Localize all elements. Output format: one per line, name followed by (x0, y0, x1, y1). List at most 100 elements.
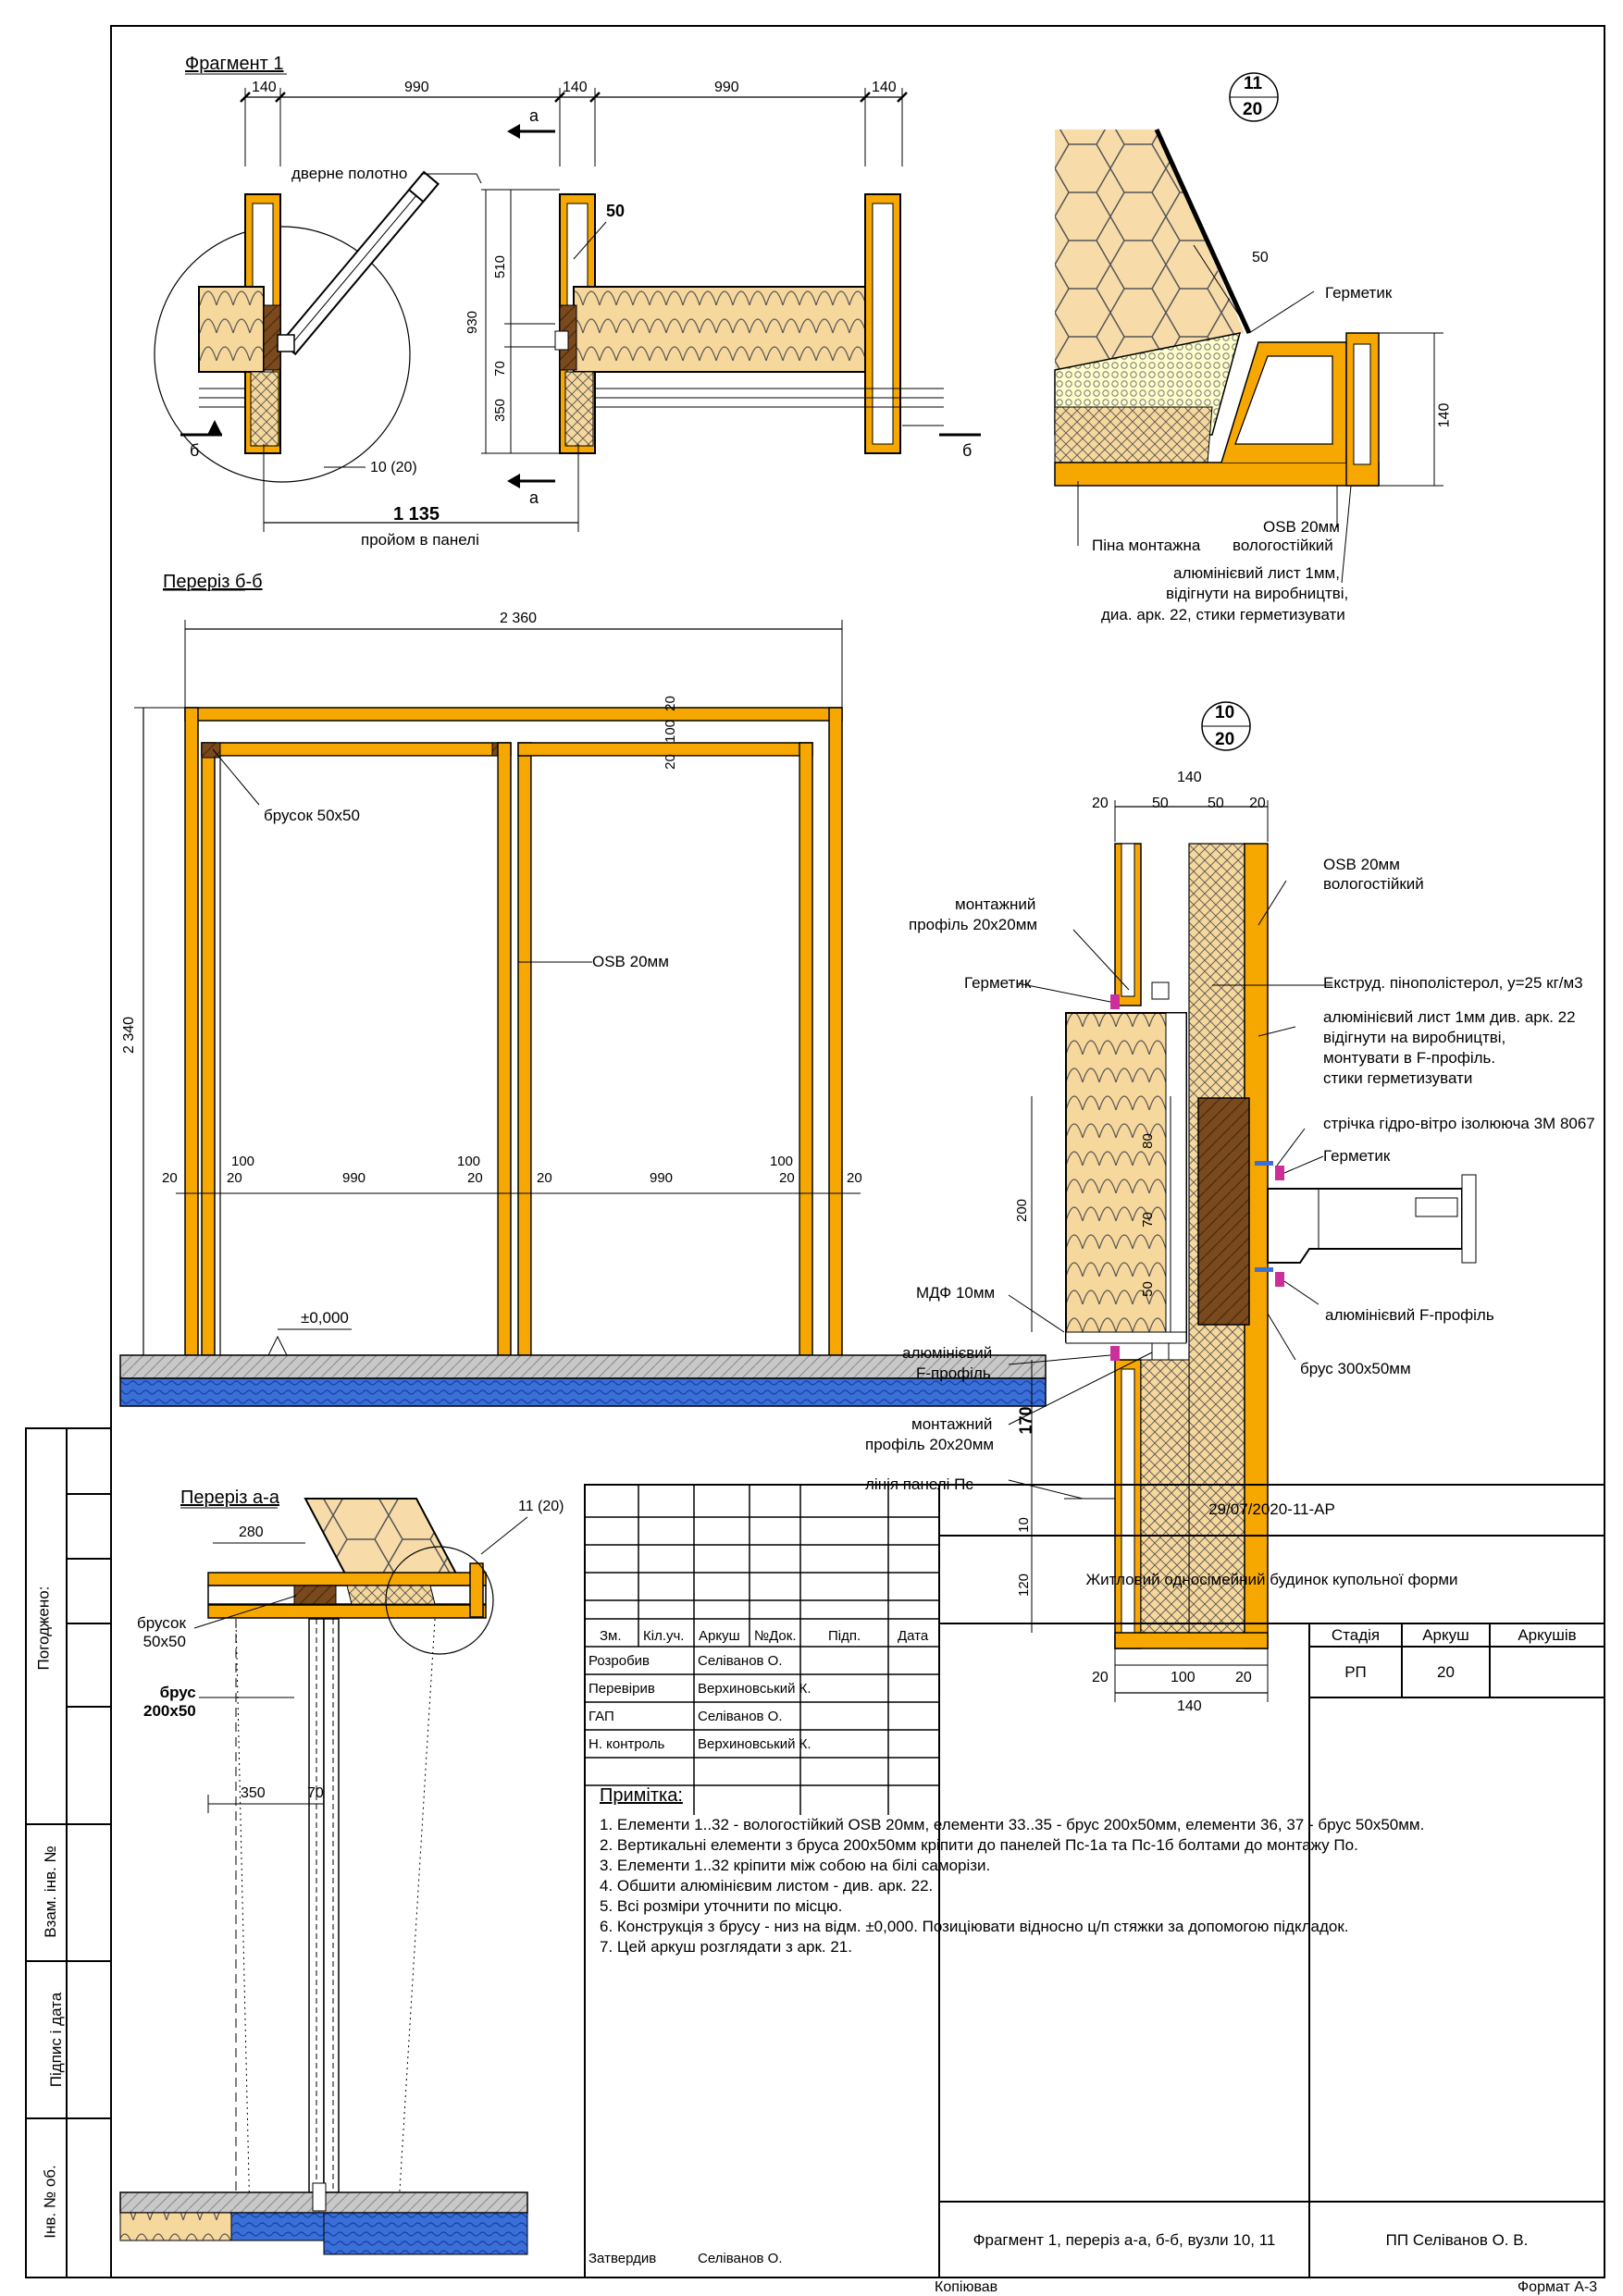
left-stamp (25, 1427, 112, 2278)
node10-alu-f: F-профіль (916, 1364, 991, 1382)
note-item: 7. Цей аркуш розглядати з арк. 21. (600, 1938, 852, 1956)
stamp-sign-date: Підпис і дата (47, 1992, 66, 2088)
sig-role: Перевірив (588, 1681, 655, 1697)
node10-f-profile: алюмінієвий F-профіль (1325, 1306, 1494, 1324)
sheet-label: Аркуш (1422, 1626, 1469, 1644)
dim-label: 140 (872, 80, 897, 95)
sig-role: Затвердив (588, 2251, 657, 2266)
node10-beam: брус 300х50мм (1300, 1360, 1411, 1377)
dim-label: 510 (492, 254, 509, 279)
node10-osb: OSB 20мм (1323, 856, 1400, 873)
beam-label: брус 200х50 (143, 1684, 196, 1720)
dim-label: 20 (1092, 796, 1109, 811)
dim-label: 930 (465, 310, 481, 335)
sheets-label: Аркушів (1518, 1626, 1577, 1644)
dim-70: 70 (307, 1785, 324, 1801)
note-item: 4. Обшити алюмінієвим листом - див. арк.… (600, 1877, 934, 1895)
note-item: 5. Всі розміри уточнити по місцю. (600, 1897, 843, 1915)
node10-alu: алюмінієвий лист 1мм див. арк. 22 (1323, 1008, 1576, 1026)
node10-dim-170: 170 (1016, 1406, 1035, 1435)
dim-label: 20 (662, 696, 678, 711)
node11-alu: алюмінієвий лист 1мм, (1173, 564, 1340, 582)
node10-mdf: МДФ 10мм (916, 1284, 996, 1302)
dim-label: 990 (342, 1170, 366, 1186)
dim-label: 140 (563, 80, 588, 95)
dim-label: 50 (1152, 796, 1169, 811)
dim-label: 80 (1139, 1133, 1156, 1149)
node10-drawing (1008, 701, 1477, 1702)
section-aa-drawing (119, 1498, 528, 2255)
dim-label: 20 (779, 1170, 795, 1186)
note-item: 1. Елементи 1..32 - вологостійкий OSB 20… (600, 1816, 1425, 1833)
notes-title: Примітка: (600, 1785, 683, 1806)
node11-sheet: 20 (1243, 100, 1263, 119)
drawing-code: 29/07/2020-11-AP (1208, 1500, 1335, 1518)
dim-label: 140 (1177, 1698, 1202, 1714)
callout-label: 11 (20) (518, 1499, 564, 1514)
node10-alu: відігнути на виробництві, (1323, 1029, 1506, 1046)
rev-header: №Док. (754, 1628, 797, 1644)
node11-osb2: вологостійкий (1233, 537, 1333, 554)
cut-label-b: б (190, 441, 200, 460)
dim-label: 20 (467, 1170, 483, 1186)
fragment1-drawing (154, 73, 981, 532)
sig-role: ГАП (588, 1709, 614, 1724)
stamp-inv: Інв. № об. (41, 2165, 59, 2239)
node10-number: 10 (1215, 703, 1235, 722)
dim-label: 20 (847, 1170, 862, 1186)
sig-name: Селіванов О. (698, 1709, 783, 1724)
node10-alu: монтувати в F-профіль. (1323, 1049, 1496, 1067)
osb-label: OSB 20мм (592, 953, 669, 970)
dim-label: 100 (663, 719, 679, 744)
dim-label: 70 (1139, 1212, 1156, 1228)
batten-label: брусок 50х50 (264, 807, 360, 824)
dim-label: 50 (1208, 796, 1224, 811)
sig-name: Верхиновський К. (698, 1681, 812, 1697)
dim-label: 140 (1177, 770, 1202, 785)
rev-header: Зм. (600, 1628, 622, 1644)
node10-mount-profile2: монтажний (911, 1415, 993, 1433)
format-label: Формат А-3 (1518, 2279, 1598, 2295)
opening-dim: 1 135 (393, 504, 440, 525)
dim-50-label: 50 (606, 202, 626, 220)
overall-height-dim: 2 340 (121, 1016, 138, 1055)
note-item: 3. Елементи 1..32 кріпити між собою на б… (600, 1857, 991, 1874)
node10-panel-line: лінія панелі Пс (865, 1475, 973, 1493)
node10-sealant: Герметик (964, 974, 1032, 992)
stage-label: Стадія (1331, 1626, 1381, 1644)
rev-header: Підп. (828, 1628, 861, 1644)
fragment1-title: Фрагмент 1 (185, 54, 284, 74)
dim-label: 20 (662, 754, 678, 770)
node10-alu: стики герметизувати (1323, 1069, 1473, 1087)
dim-label: 20 (537, 1170, 552, 1186)
sheet-title: Фрагмент 1, переріз а-а, б-б, вузли 10, … (973, 2231, 1276, 2249)
node10-xps: Екструд. пінополістерол, у=25 кг/м3 (1323, 974, 1583, 992)
dim-label: 20 (162, 1170, 178, 1186)
rev-header: Дата (898, 1628, 929, 1644)
level-label: ±0,000 (301, 1309, 349, 1327)
dim-label: 20 (1249, 796, 1266, 811)
node10-mount-profile: профіль 20х20мм (909, 916, 1038, 933)
sig-name: Селіванов О. (698, 1653, 783, 1669)
dim-label: 990 (650, 1170, 674, 1186)
dim-280: 280 (239, 1524, 264, 1540)
node11-dim-140: 140 (1436, 402, 1453, 428)
dim-label: 70 (491, 361, 508, 376)
node11-alu: диа. арк. 22, стики герметизувати (1101, 606, 1345, 623)
dim-label: 990 (404, 80, 429, 95)
node10-sheet: 20 (1215, 730, 1235, 749)
dim-label: 100 (457, 1154, 481, 1169)
rev-header: Кіл.уч. (643, 1628, 685, 1644)
cut-label-a: а (529, 106, 539, 125)
sig-name: Верхиновський К. (698, 1736, 812, 1752)
dim-label: 990 (714, 80, 739, 95)
sig-role: Розробив (588, 1653, 650, 1669)
section-bb-title: Переріз б-б (163, 572, 263, 592)
batten-label: брусок 50х50 (137, 1614, 186, 1650)
sheet-value: 20 (1437, 1663, 1455, 1681)
sig-name: Селіванов О. (698, 2251, 783, 2266)
dim-label: 50 (1139, 1281, 1156, 1297)
dim-label: 20 (1235, 1670, 1252, 1685)
dim-label: 140 (252, 80, 277, 95)
dim-label: 350 (492, 398, 509, 423)
